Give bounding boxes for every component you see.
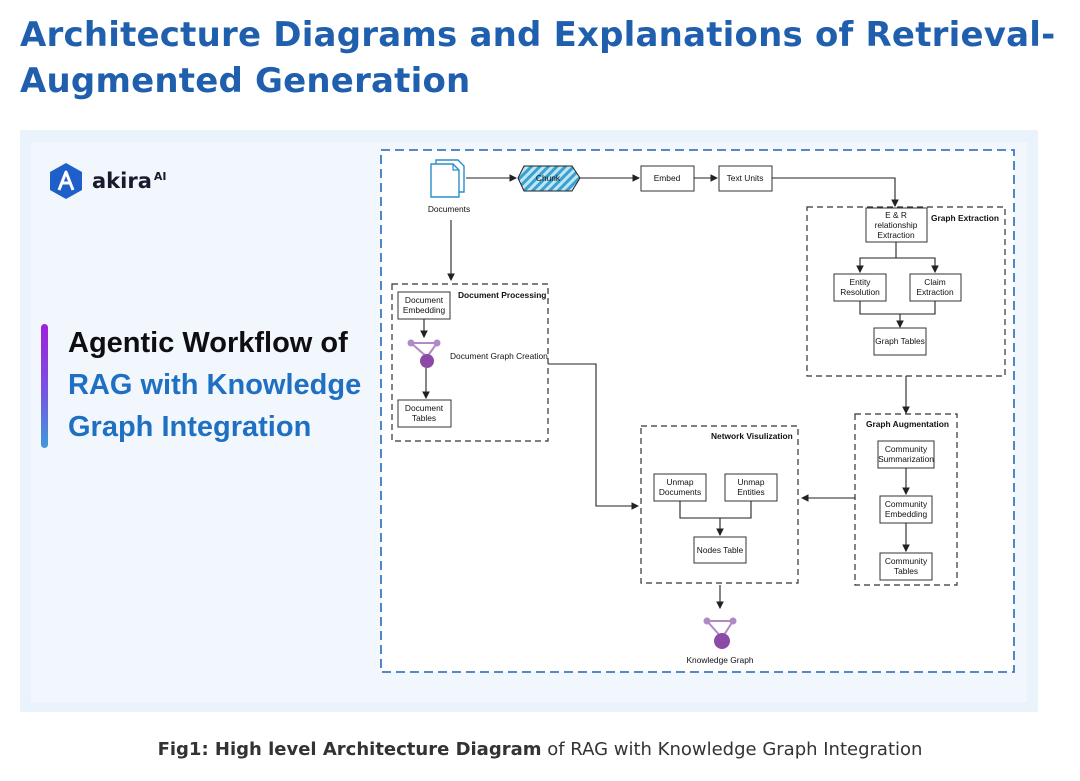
caption-rest: of RAG with Knowledge Graph Integration [541,739,923,760]
figure-caption: Fig1: High level Architecture Diagram of… [0,739,1080,760]
doc-embed-line-1: Document [405,295,444,305]
unmap-ent-line-1: Unmap [738,477,765,487]
text-units-label: Text Units [727,173,764,183]
comm-summ-line-1: Community [885,444,928,454]
graph-tables-label: Graph Tables [875,336,925,346]
documents-label: Documents [428,204,470,214]
er-line-1: E & R [885,210,907,220]
embed-label: Embed [654,173,681,183]
arrow-er-claim [896,257,939,274]
headline-line-2: RAG with Knowledge [68,369,362,401]
page-title: Architecture Diagrams and Explanations o… [20,15,1056,101]
claim-extraction-box [909,273,962,302]
doc-tables-line-2: Tables [412,413,436,423]
chunk-node: Chunk [517,165,581,192]
text-units-box [718,165,773,192]
entity-line-1: Entity [850,277,872,287]
document-graph-icon [407,339,441,368]
document-embedding-box [397,291,451,320]
arrow-merge-nodestable [679,501,752,519]
unmap-ent-line-2: Entities [737,487,764,497]
entity-line-2: Resolution [840,287,880,297]
akira-logo-icon [50,163,82,199]
document-processing-group [391,283,549,442]
document-processing-title: Document Processing [458,290,546,300]
chunk-label: Chunk [536,173,561,183]
headline-line-3: Graph Integration [68,411,312,443]
doc-tables-line-1: Document [405,403,444,413]
arrow-processing-network [548,363,640,510]
arrow-er-entity [856,257,896,274]
er-line-2: relationship [875,220,918,230]
arrow-textunits-er [772,177,899,208]
headline-line-1: Agentic Workflow of [68,327,348,359]
unmap-docs-line-1: Unmap [667,477,694,487]
knowledge-graph-label: Knowledge Graph [686,655,753,665]
comm-embed-line-2: Embedding [885,509,928,519]
graph-augmentation-group [854,413,958,586]
graph-tables-box [873,327,927,356]
caption-bold: Fig1: High level Architecture Diagram [157,739,542,760]
document-graph-creation-label: Document Graph Creation [450,351,548,361]
documents-icon [430,159,465,198]
knowledge-graph-icon [703,617,737,649]
headline: Agentic Workflow of RAG with Knowledge G… [68,322,368,448]
unmap-documents-box [653,473,707,502]
unmap-docs-line-2: Documents [659,487,701,497]
community-summarization-box [877,440,935,469]
doc-embed-line-2: Embedding [403,305,446,315]
embed-box [640,165,695,192]
network-visualization-title: Network Visulization [711,431,793,441]
graph-augmentation-title: Graph Augmentation [866,419,949,429]
er-line-3: Extraction [877,230,915,240]
nodes-table-box [693,536,747,564]
comm-summ-line-2: Summarization [878,454,934,464]
comm-embed-line-1: Community [885,499,928,509]
graph-extraction-title: Graph Extraction [931,213,999,223]
community-tables-box [879,552,933,581]
unmap-entities-box [724,473,778,502]
nodes-table-label: Nodes Table [697,545,744,555]
arrow-merge-graphtables [859,301,936,315]
comm-tables-line-2: Tables [894,566,918,576]
network-visualization-group [640,425,799,584]
comm-tables-line-1: Community [885,556,928,566]
claim-line-2: Extraction [916,287,954,297]
document-tables-box [397,399,452,428]
accent-bar [41,324,48,448]
claim-line-1: Claim [924,277,945,287]
